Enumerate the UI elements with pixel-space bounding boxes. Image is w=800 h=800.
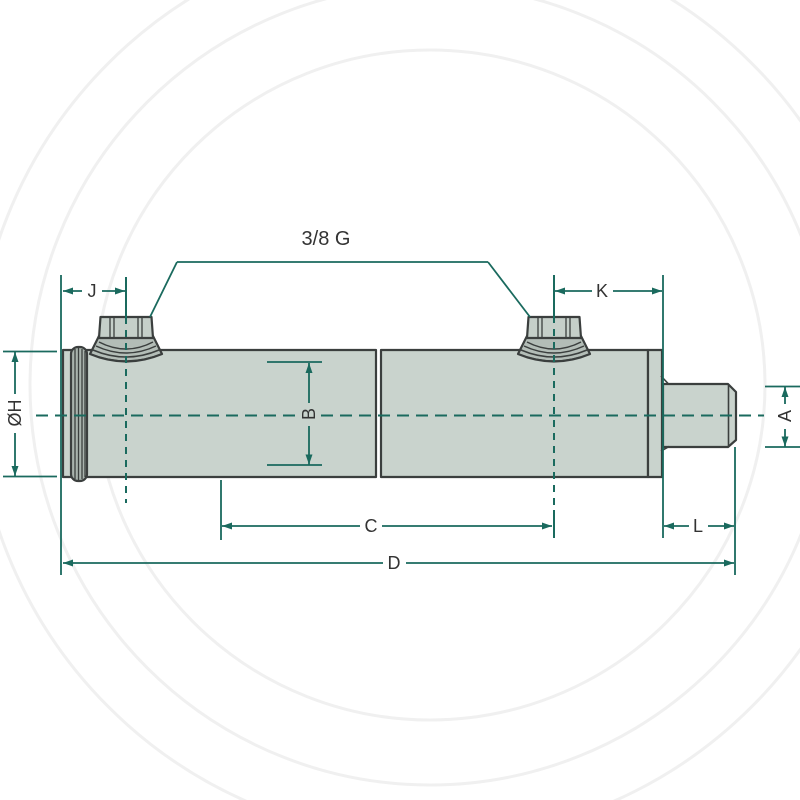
dimension-labels: 3/8 G J K C L D ØH B A: [5, 228, 795, 573]
dim-label-K: K: [596, 281, 608, 301]
cylinder-barrel-right: [379, 348, 650, 479]
label-bg-L: [689, 517, 708, 535]
cylinder-geometry: [61, 315, 738, 483]
dim-label-H: ØH: [5, 400, 25, 427]
dim-label-C: C: [365, 516, 378, 536]
centerlines: [36, 275, 764, 538]
left-end-ribbed-band-lines: [74, 348, 86, 480]
label-bg-H: [4, 394, 26, 433]
cylinder-barrel-left: [61, 348, 378, 479]
end-gland-block: [646, 348, 664, 479]
port-right-boss: [525, 315, 583, 340]
port-left-hex-lines: [109, 318, 143, 337]
port-right-hex-lines: [537, 318, 571, 337]
label-bg-D: [383, 554, 406, 572]
dim-label-D: D: [388, 553, 401, 573]
extension-lines: [60, 275, 736, 575]
label-bg-J: [82, 281, 102, 299]
label-bg-C: [360, 517, 382, 535]
dim-label-B: B: [299, 408, 319, 420]
label-bg-K: [592, 282, 613, 300]
port-left-boss: [97, 315, 155, 340]
thread-leader-line: [149, 261, 531, 318]
dim-label-A: A: [775, 410, 795, 422]
label-bg-B: [300, 403, 318, 426]
dim-label-L: L: [693, 516, 703, 536]
watermark-arc: [28, 0, 800, 787]
dim-label-J: J: [88, 281, 97, 301]
label-bg-A: [776, 404, 794, 429]
label-backgrounds: [4, 281, 794, 572]
thread-size-label: 3/8 G: [302, 228, 351, 250]
